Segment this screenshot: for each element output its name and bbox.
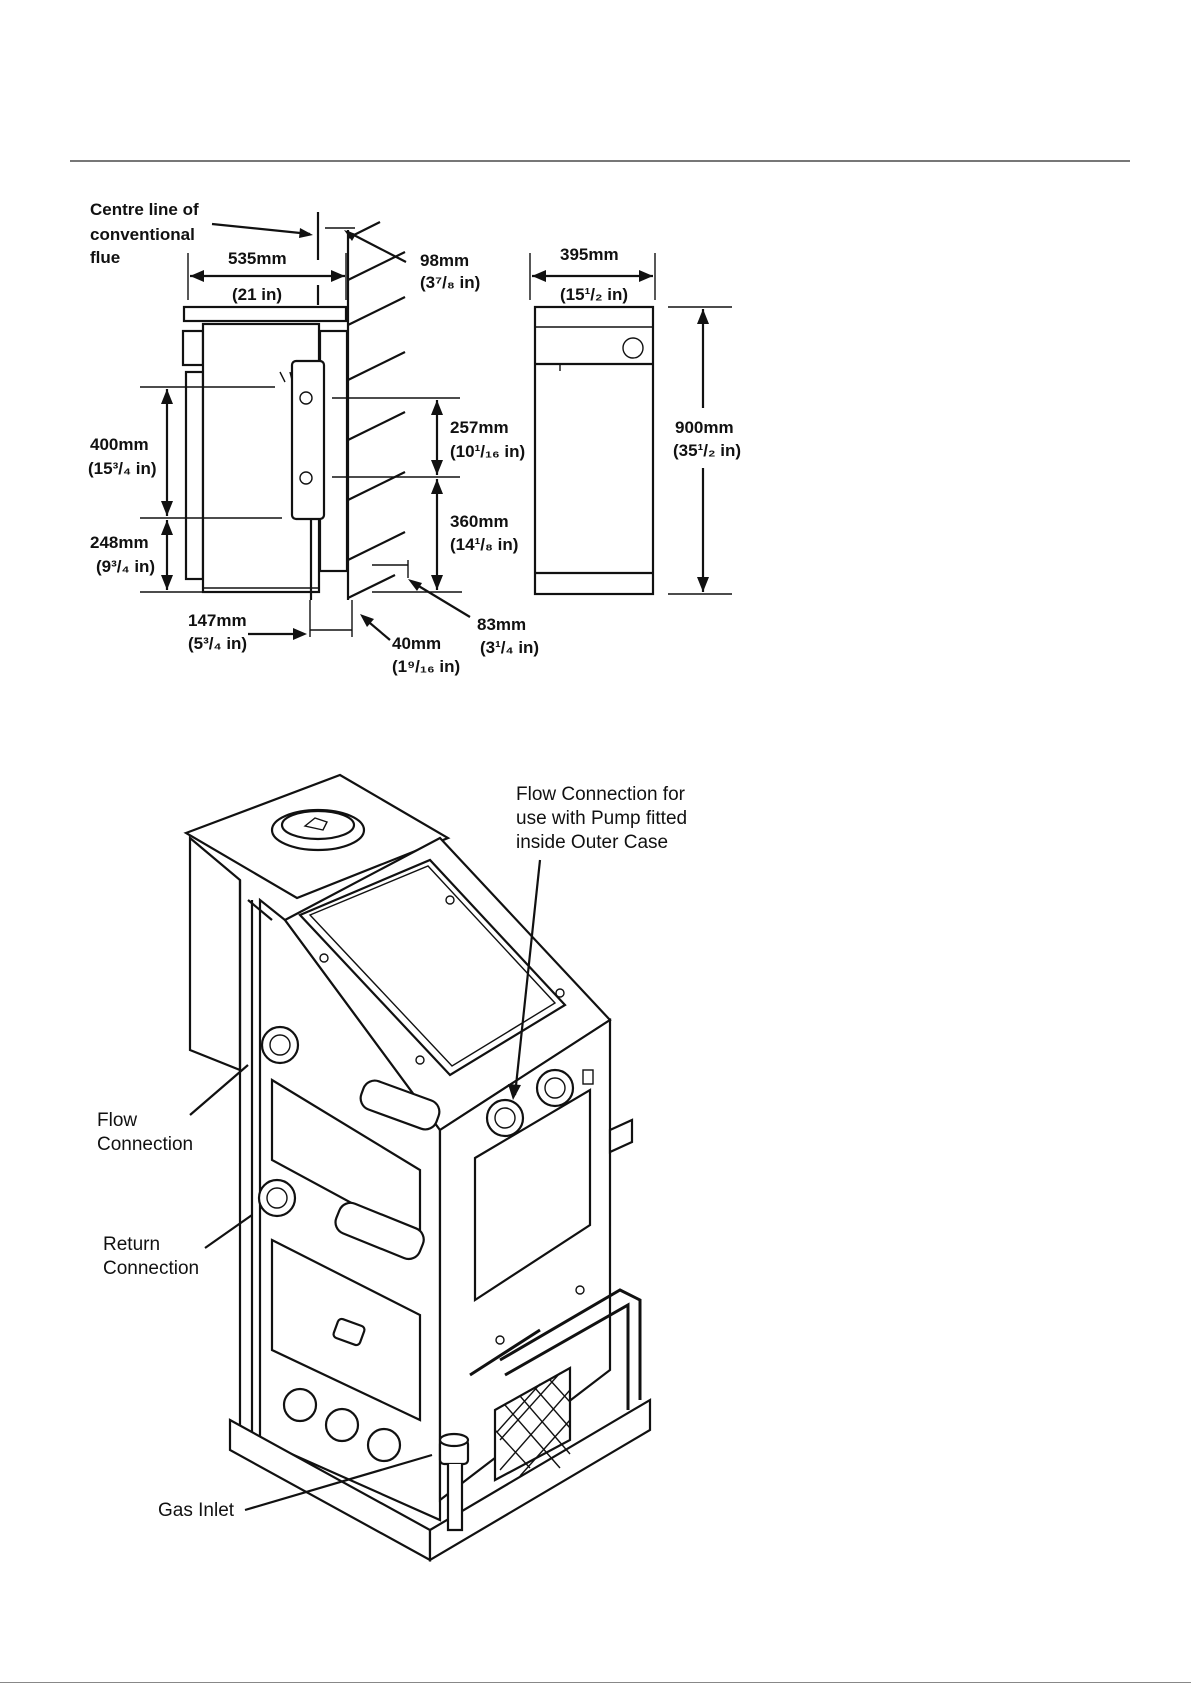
centre-line-label-2: conventional	[90, 225, 195, 244]
flow-label-2: Connection	[97, 1134, 193, 1155]
rear-gap-in: (1⁹/₁₆ in)	[392, 657, 460, 676]
height-lower-in: (9³/₄ in)	[96, 557, 155, 576]
front-view	[529, 253, 732, 596]
side-width-in: (21 in)	[232, 285, 282, 304]
gas-inlet-label: Gas Inlet	[158, 1500, 235, 1521]
return-label-1: Return	[103, 1234, 160, 1255]
wall-gap-in: (3¹/₄ in)	[480, 638, 539, 657]
height-400-248-arrows	[140, 386, 282, 593]
width-535-arrow	[187, 253, 347, 300]
bracket-low-mm: 360mm	[450, 512, 509, 531]
burner-mesh	[493, 1366, 572, 1482]
rear-offset-mm: 147mm	[188, 611, 247, 630]
side-view	[181, 305, 349, 600]
gas-inlet-leader	[244, 1453, 433, 1512]
height-upper-mm: 400mm	[90, 435, 149, 454]
height-upper-in: (15³/₄ in)	[88, 459, 157, 478]
return-label-2: Connection	[103, 1258, 199, 1279]
flow-leader	[189, 1064, 249, 1116]
flue-offset-in: (3⁷/₈ in)	[420, 273, 480, 292]
rear-offset-in: (5³/₄ in)	[188, 634, 247, 653]
wall-gap-mm: 83mm	[477, 615, 526, 634]
centre-line-label-1: Centre line of	[90, 200, 199, 219]
bracket-spacing-mm: 257mm	[450, 418, 509, 437]
front-width-mm: 395mm	[560, 245, 619, 264]
pump-flow-label-3: inside Outer Case	[516, 832, 668, 853]
pump-flow-leader	[513, 859, 542, 1096]
centre-line-label-3: flue	[90, 248, 120, 267]
return-leader	[204, 1214, 253, 1249]
front-width-in: (15¹/₂ in)	[560, 285, 628, 304]
header-divider	[70, 160, 1130, 162]
flue-offset-mm: 98mm	[420, 251, 469, 270]
total-height-mm: 900mm	[675, 418, 734, 437]
footer-divider	[0, 1682, 1191, 1683]
flow-label-1: Flow	[97, 1110, 137, 1131]
height-lower-mm: 248mm	[90, 533, 149, 552]
pump-flow-label-1: Flow Connection for	[516, 784, 686, 805]
bracket-spacing-in: (10¹/₁₆ in)	[450, 442, 525, 461]
boiler-drawing	[183, 773, 652, 1562]
bracket-low-in: (14¹/₈ in)	[450, 535, 518, 554]
bracket-arrows	[332, 397, 462, 593]
rear-gap-mm: 40mm	[392, 634, 441, 653]
side-width-mm: 535mm	[228, 249, 287, 268]
total-height-in: (35¹/₂ in)	[673, 441, 741, 460]
bottom-offset-arrows	[248, 560, 471, 641]
pump-flow-label-2: use with Pump fitted	[516, 808, 687, 829]
